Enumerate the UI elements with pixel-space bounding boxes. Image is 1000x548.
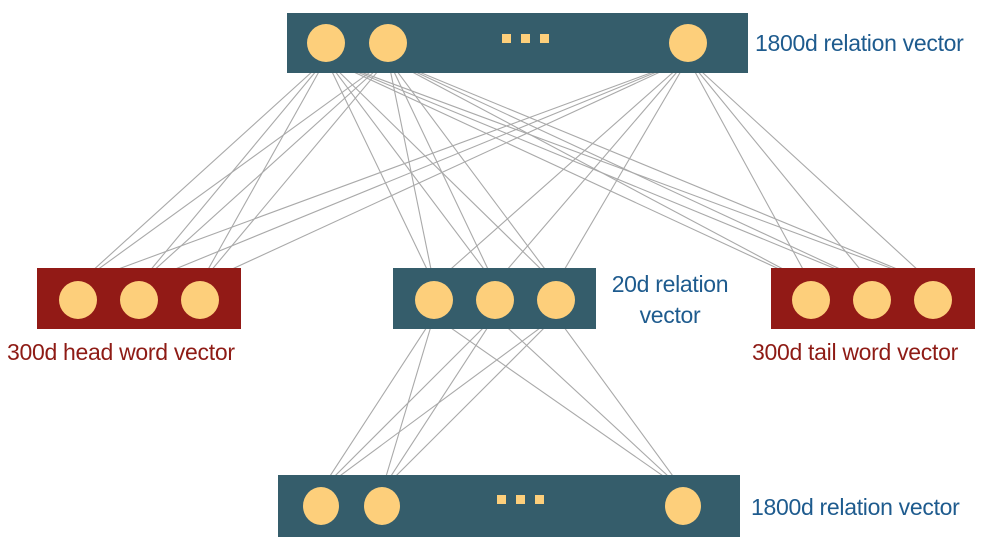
bottom-node-1	[303, 487, 339, 525]
edge-m1-b3	[433, 315, 684, 491]
edge-t3-h3	[199, 58, 689, 285]
tail-node-2	[853, 281, 891, 319]
bottom-layer-label: 1800d relation vector	[751, 494, 960, 520]
edge-t2-w1	[387, 58, 812, 285]
tail-layer-label: 300d tail word vector	[752, 339, 958, 365]
middle-node-2	[476, 281, 514, 319]
bottom-node-3	[665, 487, 701, 525]
bottom-relation-vector-box	[278, 475, 740, 537]
edge-t3-h1	[77, 58, 689, 285]
edge-t2-w3	[387, 58, 934, 285]
edge-t2-m1	[387, 59, 435, 284]
edge-m3-b3	[555, 315, 684, 491]
middle-label-line-2: vector	[639, 302, 701, 328]
edge-m2-b3	[494, 315, 684, 491]
edge-t1-m1	[325, 58, 435, 285]
edge-t2-m2	[387, 58, 496, 285]
edge-t3-h2	[138, 58, 689, 285]
middle-label-line-1: 20d relation	[611, 271, 729, 297]
middle-node-1	[415, 281, 453, 319]
edge-t3-m3	[555, 58, 689, 285]
bottom-ellipsis-icon	[497, 495, 544, 504]
head-node-3	[181, 281, 219, 319]
tail-node-3	[914, 281, 952, 319]
edge-t3-m2	[494, 58, 689, 285]
edge-t2-h1	[77, 58, 389, 285]
middle-node-3	[537, 281, 575, 319]
top-node-3	[669, 24, 707, 62]
head-node-1	[59, 281, 97, 319]
top-node-1	[307, 24, 345, 62]
edge-m3-b2	[381, 315, 557, 491]
edge-t1-h1	[77, 58, 327, 285]
head-layer-label: 300d head word vector	[7, 339, 235, 365]
edge-t2-w2	[387, 58, 873, 285]
edge-t3-w2	[687, 58, 873, 285]
edge-t3-w1	[687, 58, 812, 285]
edge-m3-b1	[320, 315, 557, 491]
edge-t1-w1	[325, 58, 812, 285]
top-node-2	[369, 24, 407, 62]
edge-t3-m1	[433, 58, 689, 285]
edge-t2-h2	[138, 58, 389, 285]
middle-layer-label: 20d relation vector	[601, 269, 739, 331]
top-ellipsis-icon	[502, 34, 549, 43]
bottom-node-2	[364, 487, 400, 525]
head-node-2	[120, 281, 158, 319]
edge-m1-b1	[320, 315, 435, 491]
edge-m2-b1	[320, 315, 496, 491]
tail-node-1	[792, 281, 830, 319]
edge-t3-w3	[687, 58, 934, 285]
top-layer-label: 1800d relation vector	[755, 30, 964, 56]
